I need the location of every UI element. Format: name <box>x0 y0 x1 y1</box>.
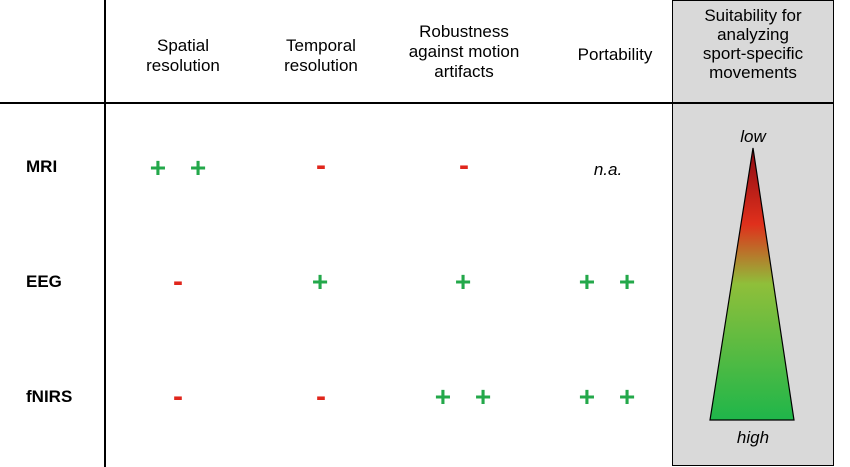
cell-fnirs-temporal: - <box>316 380 326 413</box>
col-header-suitability: Suitability for analyzing sport-specific… <box>702 6 804 82</box>
suitability-header-divider <box>673 102 833 104</box>
col-header-robustness: Robustness against motion artifacts <box>408 22 520 81</box>
row-label-divider <box>104 0 106 467</box>
cell-fnirs-robustness: + + <box>434 381 500 412</box>
cell-mri-spatial: + + <box>149 152 215 183</box>
row-label-mri: MRI <box>26 157 58 176</box>
col-header-portability: Portability <box>577 45 653 64</box>
scale-low-label: low <box>740 127 766 146</box>
cell-eeg-portability: + + <box>578 266 644 297</box>
scale-high-label: high <box>736 428 770 447</box>
cell-eeg-spatial: - <box>173 265 183 298</box>
cell-fnirs-spatial: - <box>173 380 183 413</box>
row-label-fnirs: fNIRS <box>26 387 73 406</box>
header-divider <box>0 102 672 104</box>
row-label-eeg: EEG <box>26 272 62 291</box>
cell-mri-robustness: - <box>459 149 469 182</box>
cell-eeg-robustness: + <box>454 266 480 297</box>
cell-fnirs-portability: + + <box>578 381 644 412</box>
cell-mri-portability: n.a. <box>593 160 623 179</box>
suitability-panel: Suitability for analyzing sport-specific… <box>672 0 834 466</box>
cell-eeg-temporal: + <box>311 266 337 297</box>
col-header-temporal-resolution: Temporal resolution <box>284 36 358 75</box>
col-header-spatial-resolution: Spatial resolution <box>146 36 220 75</box>
cell-mri-temporal: - <box>316 149 326 182</box>
suitability-gradient-triangle <box>709 147 795 421</box>
